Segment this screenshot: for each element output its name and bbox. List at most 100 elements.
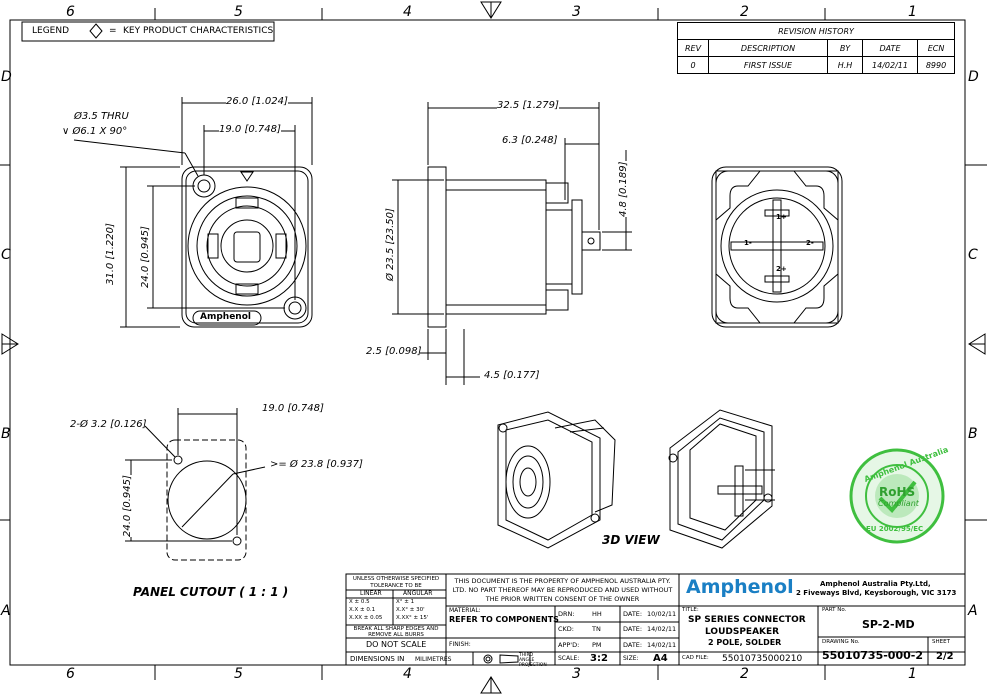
size-value: A4 [653,653,668,664]
company-name: Amphenol Australia Pty.Ltd, [820,580,931,588]
zone-col-3: 3 [572,4,581,20]
inner-border [9,19,966,666]
rev-cell: 0 [677,56,709,74]
zone-col-5-bottom: 5 [234,666,243,682]
rev-header-by: BY [827,39,863,57]
cutout-dim-dia: >= Ø 23.8 [0.937] [270,459,363,470]
cutout-dim-holes: 2-Ø 3.2 [0.126] [70,419,147,430]
revision-history-table: REVISION HISTORY REV DESCRIPTION BY DATE… [677,22,955,74]
drn-value: HH [592,610,602,618]
rev-cell: H.H [827,56,863,74]
title-line-2: LOUDSPEAKER [705,627,780,637]
tolerance-angular: ANGULAR [403,590,433,597]
legend-label: LEGEND [32,26,70,36]
dim-width: 26.0 [1.024] [226,96,288,107]
dimensions-units: MILIMETRES [415,656,452,663]
tol-angular-1: X° ± 1 [396,599,415,605]
legend-text: KEY PRODUCT CHARACTERISTICS [123,26,274,36]
ckd-date: 14/02/11 [647,625,677,633]
cad-file-label: CAD FILE: [682,655,709,661]
material-label: MATERIAL: [449,607,481,614]
zone-col-1: 1 [908,4,917,20]
rev-header-description: DESCRIPTION [708,39,828,57]
panel-cutout-view [125,408,266,561]
zone-row-d: D [1,69,12,85]
zone-row-d-right: D [968,69,979,85]
table-row: 0 FIRST ISSUE H.H 14/02/11 8990 [677,56,955,74]
zone-col-6-bottom: 6 [66,666,75,682]
rear-view [711,166,843,328]
rohs-seal [849,448,945,544]
amphenol-brand-logo: Amphenol [686,576,794,598]
dim-csk: ∨ Ø6.1 X 90° [62,126,128,137]
rohs-center: RoHS [879,485,916,499]
date-label: DATE: [623,641,643,649]
zone-row-b-right: B [968,426,978,442]
sheet-label: SHEET [932,639,950,645]
zone-row-c: C [1,247,11,263]
zone-row-a-right: A [968,603,978,619]
title-block-lines [345,573,966,666]
appd-label: APP'D: [558,641,580,649]
rev-header-date: DATE [862,39,918,57]
finish-label: FINISH: [449,641,471,648]
cutout-dim-height: 24.0 [0.945] [122,475,133,537]
zone-col-5: 5 [234,4,243,20]
company-address: 2 Fiveways Blvd, Keysborough, VIC 3173 [796,589,957,597]
dim-height-inner: 24.0 [0.945] [140,226,151,288]
third-angle-projection: THIRD ANGLE PROJECTION [519,653,547,668]
zone-col-6: 6 [66,4,75,20]
part-no-label: PART No. [822,607,847,613]
property-notice: THIS DOCUMENT IS THE PROPERTY OF AMPHENO… [452,577,673,603]
tol-linear-3: X.XX ± 0.05 [349,615,383,621]
ckd-label: CKD: [558,625,574,633]
scale-value: 3:2 [590,653,608,664]
iso-view-rear [668,409,775,549]
dim-pin: 4.8 [0.189] [618,161,629,217]
size-label: SIZE: [623,655,639,662]
zone-col-2: 2 [740,4,749,20]
tol-angular-2: X.X° ± 30' [396,607,425,613]
dim-dia: Ø 23.5 [23.50] [385,208,396,281]
ckd-value: TN [592,625,601,633]
pin-label: 2+ [776,265,787,273]
side-view [392,102,632,385]
dimensions-in: DIMENSIONS IN [350,655,405,663]
appd-value: PM [592,641,602,649]
cad-file-value: 55010735000210 [722,654,803,664]
tol-angular-3: X.XX° ± 15' [396,615,429,621]
dim-pitch: 19.0 [0.748] [219,124,281,135]
dim-flange: 2.5 [0.098] [366,346,422,357]
date-label: DATE: [623,610,643,618]
zone-col-4-bottom: 4 [403,666,412,682]
rev-cell: 8990 [917,56,955,74]
drawing-no-label: DRAWING No. [822,639,860,645]
break-edges: BREAK ALL SHARP EDGES AND REMOVE ALL BUR… [353,626,439,638]
front-view [73,97,313,328]
title-line-1: SP SERIES CONNECTOR [688,615,806,625]
iso-view-front [497,411,616,549]
rev-cell: FIRST ISSUE [708,56,828,74]
panel-cutout-label: PANEL CUTOUT ( 1 : 1 ) [133,585,289,599]
date-label: DATE: [623,625,643,633]
rev-cell: 14/02/11 [862,56,918,74]
tol-linear-1: X ± 0.5 [349,599,370,605]
dim-length: 32.5 [1.279] [497,100,559,111]
amphenol-logo-front: Amphenol [200,312,251,322]
scale-label: SCALE: [558,655,580,662]
zone-col-2-bottom: 2 [740,666,749,682]
rohs-outer-bottom: EU 2002/95/EC [866,525,924,533]
appd-date: 14/02/11 [647,641,677,649]
dim-hole: Ø3.5 THRU [74,111,129,122]
sheet-value: 2/2 [936,651,954,662]
material-value: REFER TO COMPONENTS [449,615,559,624]
revision-history-title: REVISION HISTORY [677,22,955,40]
drn-label: DRN: [558,610,575,618]
pin-label: 2- [806,239,814,247]
part-no-value: SP-2-MD [862,618,915,631]
tolerance-linear: LINEAR [360,590,382,597]
cutout-dim-pitch: 19.0 [0.748] [262,403,324,414]
rev-header-rev: REV [677,39,709,57]
